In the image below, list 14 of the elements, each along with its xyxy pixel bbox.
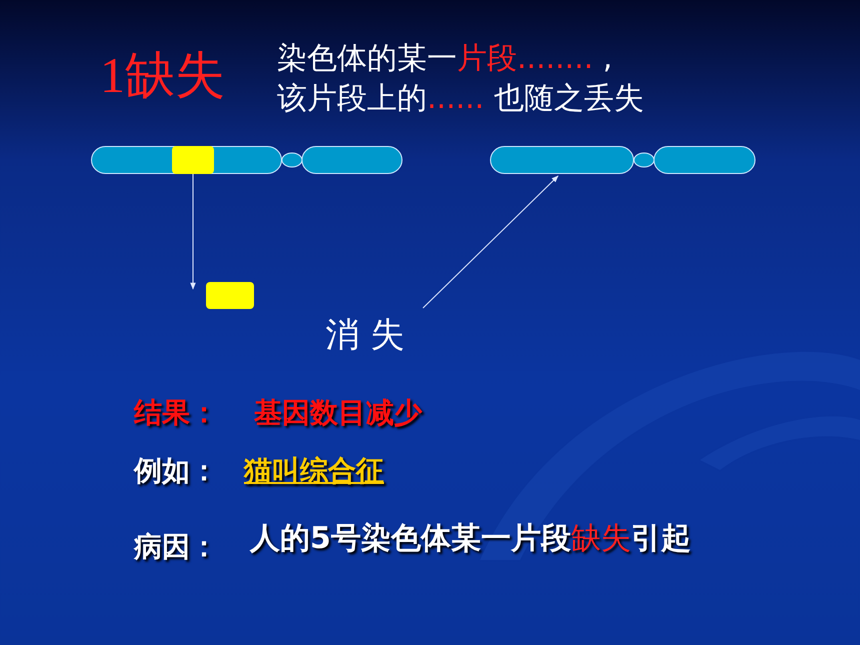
example-heading: 例如： — [134, 453, 218, 489]
arrow — [422, 176, 558, 308]
chromosome-segment — [206, 282, 254, 309]
cause-text: 人的5号染色体某一片段缺失引起 — [250, 520, 691, 558]
node-label: 消 失 — [300, 312, 430, 358]
arrow — [190, 174, 196, 290]
cause-heading: 病因： — [134, 529, 218, 565]
example-link-text: 猫叫综合征 — [244, 453, 384, 489]
title: 1缺失 — [100, 46, 225, 105]
description-text: 该片段上的...... 也随之丢失 — [277, 80, 644, 118]
result-text: 基因数目减少 — [254, 395, 422, 431]
chromosome-segment — [172, 146, 214, 174]
description-text: 染色体的某一片段........ , — [277, 40, 612, 78]
result-heading: 结果： — [134, 395, 218, 431]
